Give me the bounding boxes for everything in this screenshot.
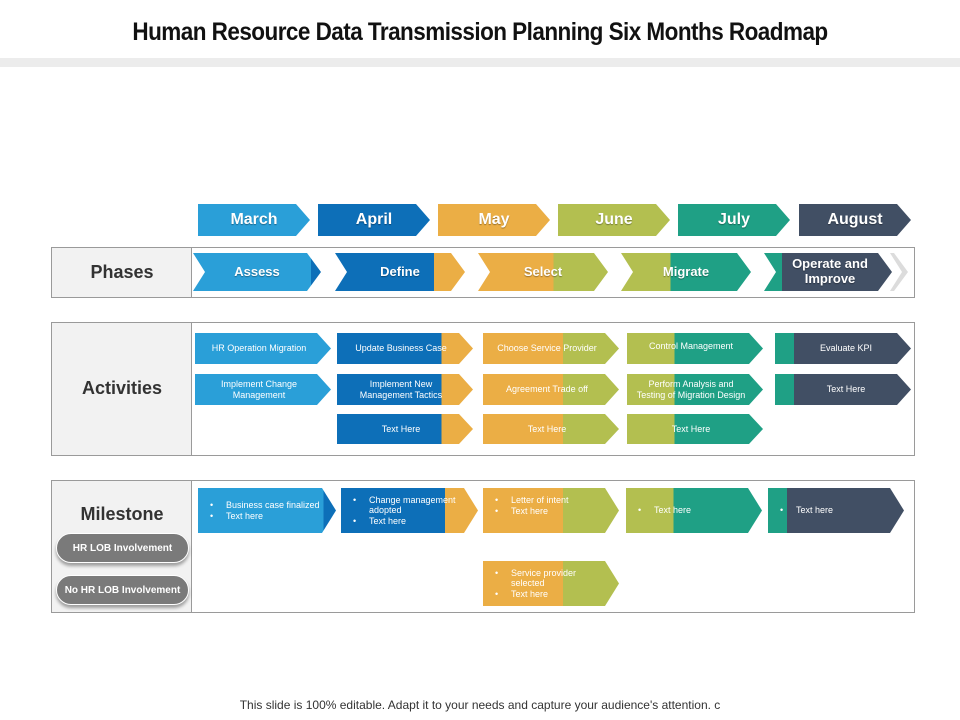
activity-define-text: Text Here — [337, 414, 473, 444]
milestone-bullet: Text here — [206, 511, 320, 521]
phase-define: Define — [335, 253, 465, 291]
phases-label-cell: Phases — [52, 248, 192, 297]
milestone-bullet: Service provider selected — [491, 568, 605, 589]
page-title: Human Resource Data Transmission Plannin… — [132, 18, 828, 46]
activity-select-text: Text Here — [483, 414, 619, 444]
milestone-bullet: Business case finalized — [206, 500, 320, 510]
milestone-bullet: Change management adopted — [349, 495, 464, 516]
activities-label-cell: Activities — [52, 323, 192, 455]
phase-assess: Assess — [193, 253, 321, 291]
activity-implement-new-management-tactics: Implement New Management Tactics — [337, 374, 473, 405]
milestone-operate: Text here — [768, 488, 904, 533]
activity-hr-operation-migration: HR Operation Migration — [195, 333, 331, 364]
month-june: June — [558, 204, 670, 236]
activity-control-management: Control Management — [627, 333, 763, 364]
phase-migrate: Migrate — [621, 253, 751, 291]
phases-label: Phases — [90, 262, 154, 282]
milestone-bullet: Text here — [634, 505, 691, 515]
activity-migrate-text: Text Here — [627, 414, 763, 444]
activity-implement-change-management: Implement Change Management — [195, 374, 331, 405]
legend-hr-lob-involvement: HR LOB Involvement — [56, 533, 189, 563]
milestone-bullet: Letter of intent — [491, 495, 569, 505]
month-august: August — [799, 204, 911, 236]
milestone-bullet: Text here — [776, 505, 833, 515]
milestone-select: Letter of intent Text here — [483, 488, 619, 533]
month-may: May — [438, 204, 550, 236]
activity-operate-text: Text Here — [775, 374, 911, 405]
activity-update-business-case: Update Business Case — [337, 333, 473, 364]
milestone-label: Milestone — [80, 504, 164, 524]
milestone-migrate: Text here — [626, 488, 762, 533]
title-divider — [0, 58, 960, 67]
activity-choose-service-provider: Choose Service Provider — [483, 333, 619, 364]
milestone-select-2: Service provider selected Text here — [483, 561, 619, 606]
activity-evaluate-kpi: Evaluate KPI — [775, 333, 911, 364]
phase-operate-improve: Operate and Improve — [764, 253, 892, 291]
month-july: July — [678, 204, 790, 236]
milestone-bullet: Text here — [349, 516, 464, 526]
phase-select: Select — [478, 253, 608, 291]
month-march: March — [198, 204, 310, 236]
milestone-bullet: Text here — [491, 506, 569, 516]
milestone-define: Change management adopted Text here — [341, 488, 478, 533]
month-april: April — [318, 204, 430, 236]
activity-perform-analysis-testing: Perform Analysis and Testing of Migratio… — [627, 374, 763, 405]
activity-agreement-trade-off: Agreement Trade off — [483, 374, 619, 405]
milestone-bullet: Text here — [491, 589, 605, 599]
milestone-assess: Business case finalized Text here — [198, 488, 336, 533]
activities-label: Activities — [81, 378, 163, 398]
legend-no-hr-lob-involvement: No HR LOB Involvement — [56, 575, 189, 605]
footer-note: This slide is 100% editable. Adapt it to… — [239, 698, 721, 712]
